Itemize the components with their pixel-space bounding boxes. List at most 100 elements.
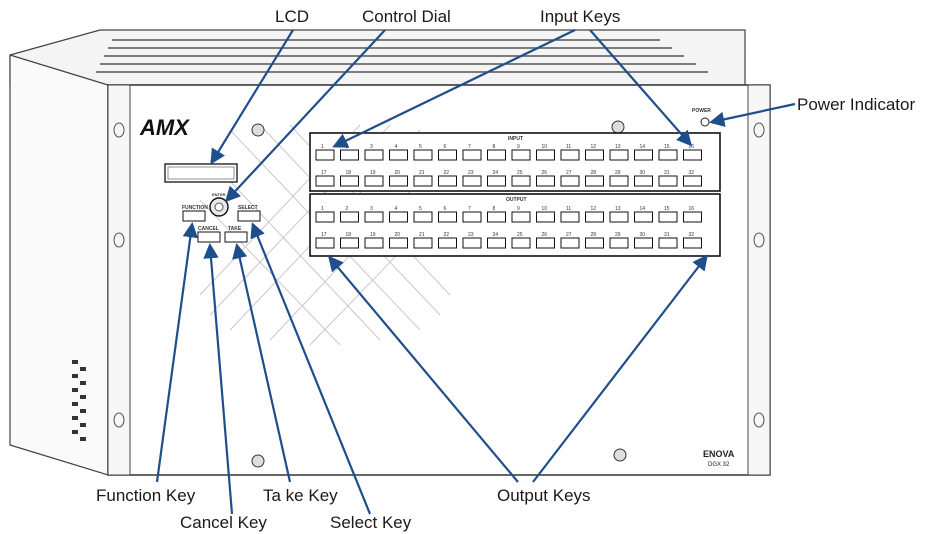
cancel-button[interactable] <box>197 231 221 243</box>
power-indicator-label: POWER <box>692 108 711 114</box>
output-key-30[interactable]: 30 <box>634 232 653 249</box>
input-key-number: 12 <box>591 144 597 150</box>
output-key-6[interactable]: 6 <box>438 206 457 223</box>
input-key-1[interactable]: 1 <box>315 144 335 161</box>
output-key-18[interactable]: 18 <box>340 232 359 249</box>
output-key-28[interactable]: 28 <box>585 232 604 249</box>
output-key-32[interactable]: 32 <box>683 232 702 249</box>
input-key-30[interactable]: 30 <box>634 170 653 187</box>
output-key-12[interactable]: 12 <box>585 206 604 223</box>
output-key-13[interactable]: 13 <box>609 206 629 223</box>
output-key-1[interactable]: 1 <box>315 206 335 223</box>
output-key-24[interactable]: 24 <box>487 232 506 249</box>
control-dial[interactable] <box>209 197 229 217</box>
input-key-4[interactable]: 4 <box>389 144 408 161</box>
input-key-28[interactable]: 28 <box>585 170 604 187</box>
chassis-top <box>9 29 746 86</box>
output-key-7[interactable]: 7 <box>462 206 482 223</box>
input-key-16[interactable]: 16 <box>683 144 702 161</box>
input-key-27[interactable]: 27 <box>560 170 580 187</box>
output-group-label: OUTPUT <box>506 197 527 203</box>
input-key-number: 2 <box>346 144 349 150</box>
output-key-19[interactable]: 19 <box>364 232 384 249</box>
arrow-function-key <box>155 221 198 483</box>
input-key-17[interactable]: 17 <box>315 170 335 187</box>
output-key-number: 10 <box>542 206 548 212</box>
output-key-23[interactable]: 23 <box>462 232 482 249</box>
output-key-number: 8 <box>493 206 496 212</box>
output-key-4[interactable]: 4 <box>389 206 408 223</box>
input-key-3[interactable]: 3 <box>364 144 384 161</box>
output-key-number: 15 <box>664 206 670 212</box>
output-key-3[interactable]: 3 <box>364 206 384 223</box>
output-key-14[interactable]: 14 <box>634 206 653 223</box>
input-key-15[interactable]: 15 <box>658 144 678 161</box>
cancel-button-label: CANCEL <box>198 226 219 232</box>
input-key-10[interactable]: 10 <box>536 144 555 161</box>
input-key-number: 16 <box>689 144 695 150</box>
output-key-2[interactable]: 2 <box>340 206 359 223</box>
output-key-29[interactable]: 29 <box>609 232 629 249</box>
input-key-number: 3 <box>370 144 373 150</box>
input-key-number: 27 <box>566 170 572 176</box>
output-key-26[interactable]: 26 <box>536 232 555 249</box>
input-key-number: 22 <box>444 170 450 176</box>
input-key-number: 23 <box>468 170 474 176</box>
output-key-25[interactable]: 25 <box>511 232 531 249</box>
output-key-8[interactable]: 8 <box>487 206 506 223</box>
side-vent-slot <box>72 360 78 364</box>
output-key-9[interactable]: 9 <box>511 206 531 223</box>
lcd-display <box>164 163 238 183</box>
output-key-31[interactable]: 31 <box>658 232 678 249</box>
input-key-5[interactable]: 5 <box>413 144 433 161</box>
output-key-number: 23 <box>468 232 474 238</box>
input-key-20[interactable]: 20 <box>389 170 408 187</box>
output-key-number: 5 <box>419 206 422 212</box>
input-key-18[interactable]: 18 <box>340 170 359 187</box>
output-key-10[interactable]: 10 <box>536 206 555 223</box>
output-key-number: 16 <box>689 206 695 212</box>
select-button[interactable] <box>237 210 261 222</box>
input-key-21[interactable]: 21 <box>413 170 433 187</box>
input-key-number: 9 <box>517 144 520 150</box>
output-key-27[interactable]: 27 <box>560 232 580 249</box>
output-key-5[interactable]: 5 <box>413 206 433 223</box>
input-key-24[interactable]: 24 <box>487 170 506 187</box>
input-key-9[interactable]: 9 <box>511 144 531 161</box>
output-key-22[interactable]: 22 <box>438 232 457 249</box>
input-key-22[interactable]: 22 <box>438 170 457 187</box>
input-key-25[interactable]: 25 <box>511 170 531 187</box>
input-key-7[interactable]: 7 <box>462 144 482 161</box>
input-key-13[interactable]: 13 <box>609 144 629 161</box>
output-key-21[interactable]: 21 <box>413 232 433 249</box>
side-vent-slot <box>80 395 86 399</box>
output-key-number: 19 <box>370 232 376 238</box>
side-vent-slot <box>72 430 78 434</box>
input-key-11[interactable]: 11 <box>560 144 580 161</box>
input-key-32[interactable]: 32 <box>683 170 702 187</box>
arrow-output-keys-left <box>328 255 519 483</box>
input-key-number: 1 <box>321 144 324 150</box>
arrow-output-keys-right <box>532 254 708 483</box>
input-key-number: 15 <box>664 144 670 150</box>
output-key-20[interactable]: 20 <box>389 232 408 249</box>
output-key-15[interactable]: 15 <box>658 206 678 223</box>
input-key-6[interactable]: 6 <box>438 144 457 161</box>
input-key-8[interactable]: 8 <box>487 144 506 161</box>
output-key-17[interactable]: 17 <box>315 232 335 249</box>
input-key-23[interactable]: 23 <box>462 170 482 187</box>
input-key-29[interactable]: 29 <box>609 170 629 187</box>
input-key-26[interactable]: 26 <box>536 170 555 187</box>
input-key-12[interactable]: 12 <box>585 144 604 161</box>
output-key-16[interactable]: 16 <box>683 206 702 223</box>
side-vent-slot <box>80 381 86 385</box>
input-key-31[interactable]: 31 <box>658 170 678 187</box>
input-key-14[interactable]: 14 <box>634 144 653 161</box>
dial-label: ENTER <box>212 192 226 197</box>
output-key-11[interactable]: 11 <box>560 206 580 223</box>
take-button[interactable] <box>224 231 248 243</box>
function-button[interactable] <box>182 210 206 222</box>
output-key-number: 25 <box>517 232 523 238</box>
input-key-number: 21 <box>419 170 425 176</box>
input-key-19[interactable]: 19 <box>364 170 384 187</box>
